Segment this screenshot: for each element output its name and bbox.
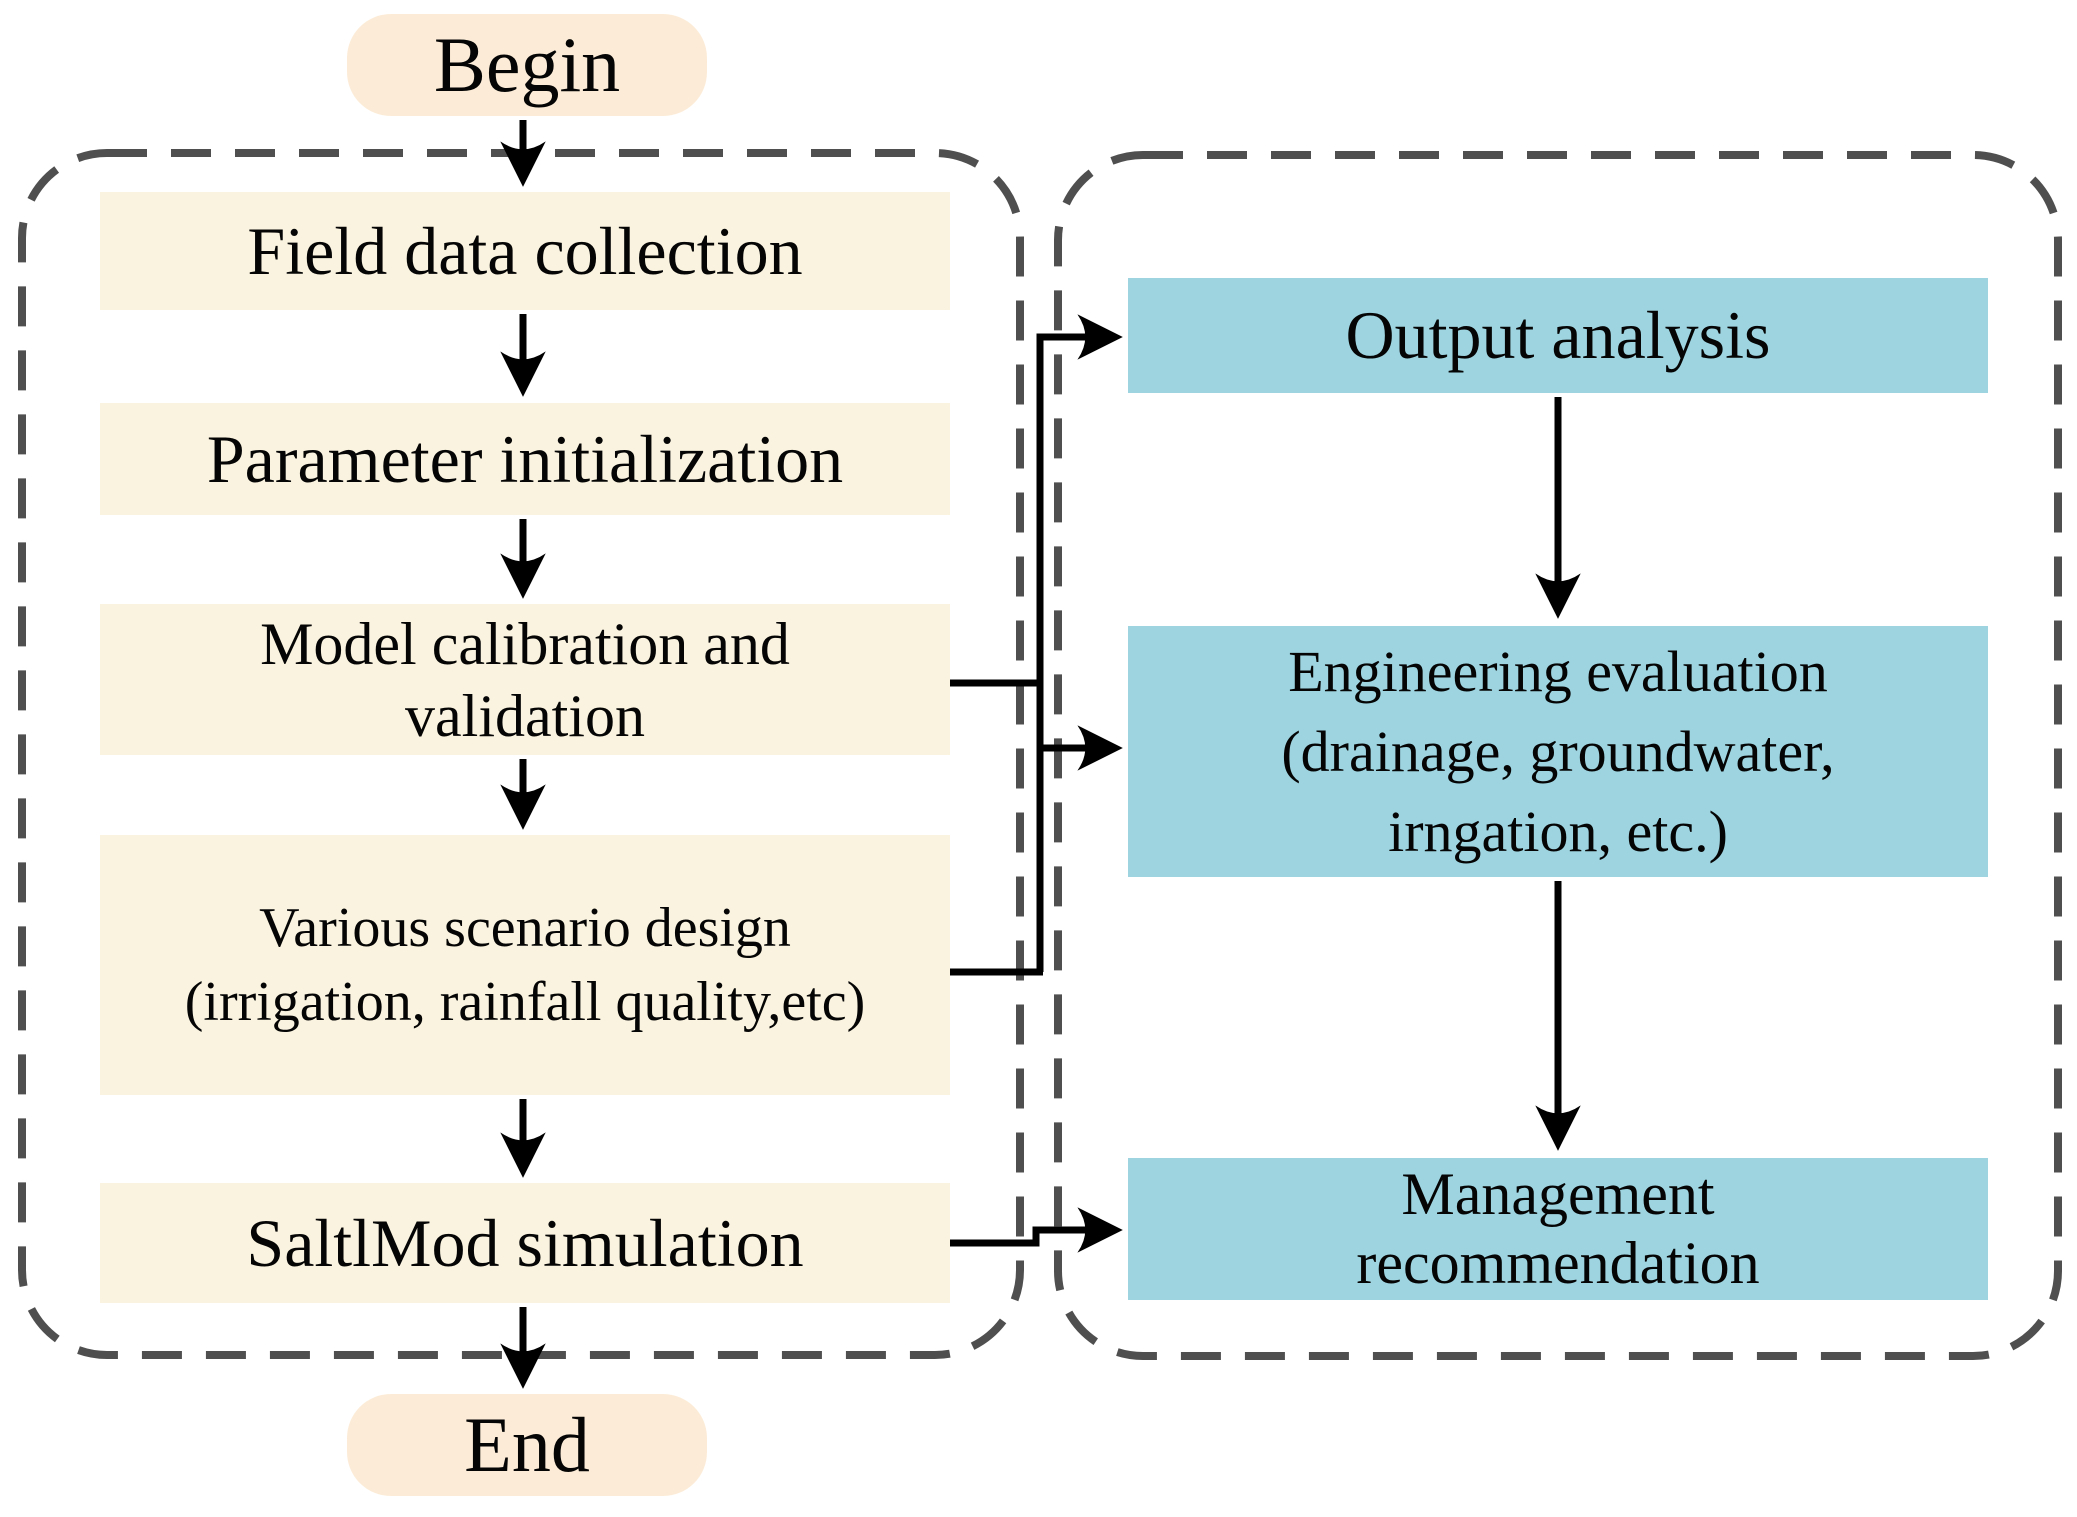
begin-terminal: Begin <box>347 14 707 116</box>
end-terminal: End <box>347 1394 707 1496</box>
output-analysis-label: Output analysis <box>1345 297 1771 374</box>
begin-label: Begin <box>433 21 621 109</box>
engineering-evaluation-step: Engineering evaluation (drainage, ground… <box>1128 626 1988 877</box>
saltlmod-simulation-label: SaltlMod simulation <box>246 1204 804 1281</box>
parameter-initialization-step: Parameter initialization <box>100 403 950 515</box>
model-calibration-line1: Model calibration and <box>260 610 790 677</box>
management-recommendation-step: Management recommendation <box>1128 1158 1988 1300</box>
engineering-evaluation-line1: Engineering evaluation <box>1288 638 1828 704</box>
engineering-evaluation-line3: irngation, etc.) <box>1388 798 1728 864</box>
scenario-design-line1: Various scenario design <box>259 897 791 959</box>
management-recommendation-line2: recommendation <box>1356 1230 1760 1296</box>
saltlmod-simulation-step: SaltlMod simulation <box>100 1183 950 1303</box>
right-panel-border <box>1054 151 2062 1360</box>
scenario-design-step: Various scenario design (irrigation, rai… <box>100 835 950 1095</box>
model-calibration-step: Model calibration and validation <box>100 604 950 755</box>
link-trunk-to-output <box>1036 314 1123 972</box>
management-recommendation-line1: Management <box>1401 1161 1715 1227</box>
scenario-design-line2: (irrigation, rainfall quality,etc) <box>184 971 866 1033</box>
link-saltlmod-to-management <box>950 1207 1123 1253</box>
field-data-collection-step: Field data collection <box>100 192 950 310</box>
field-data-collection-label: Field data collection <box>247 212 803 289</box>
engineering-evaluation-line2: (drainage, groundwater, <box>1281 718 1835 784</box>
end-label: End <box>464 1401 590 1489</box>
parameter-initialization-label: Parameter initialization <box>206 420 844 497</box>
output-analysis-step: Output analysis <box>1128 278 1988 393</box>
model-calibration-line2: validation <box>405 682 645 749</box>
